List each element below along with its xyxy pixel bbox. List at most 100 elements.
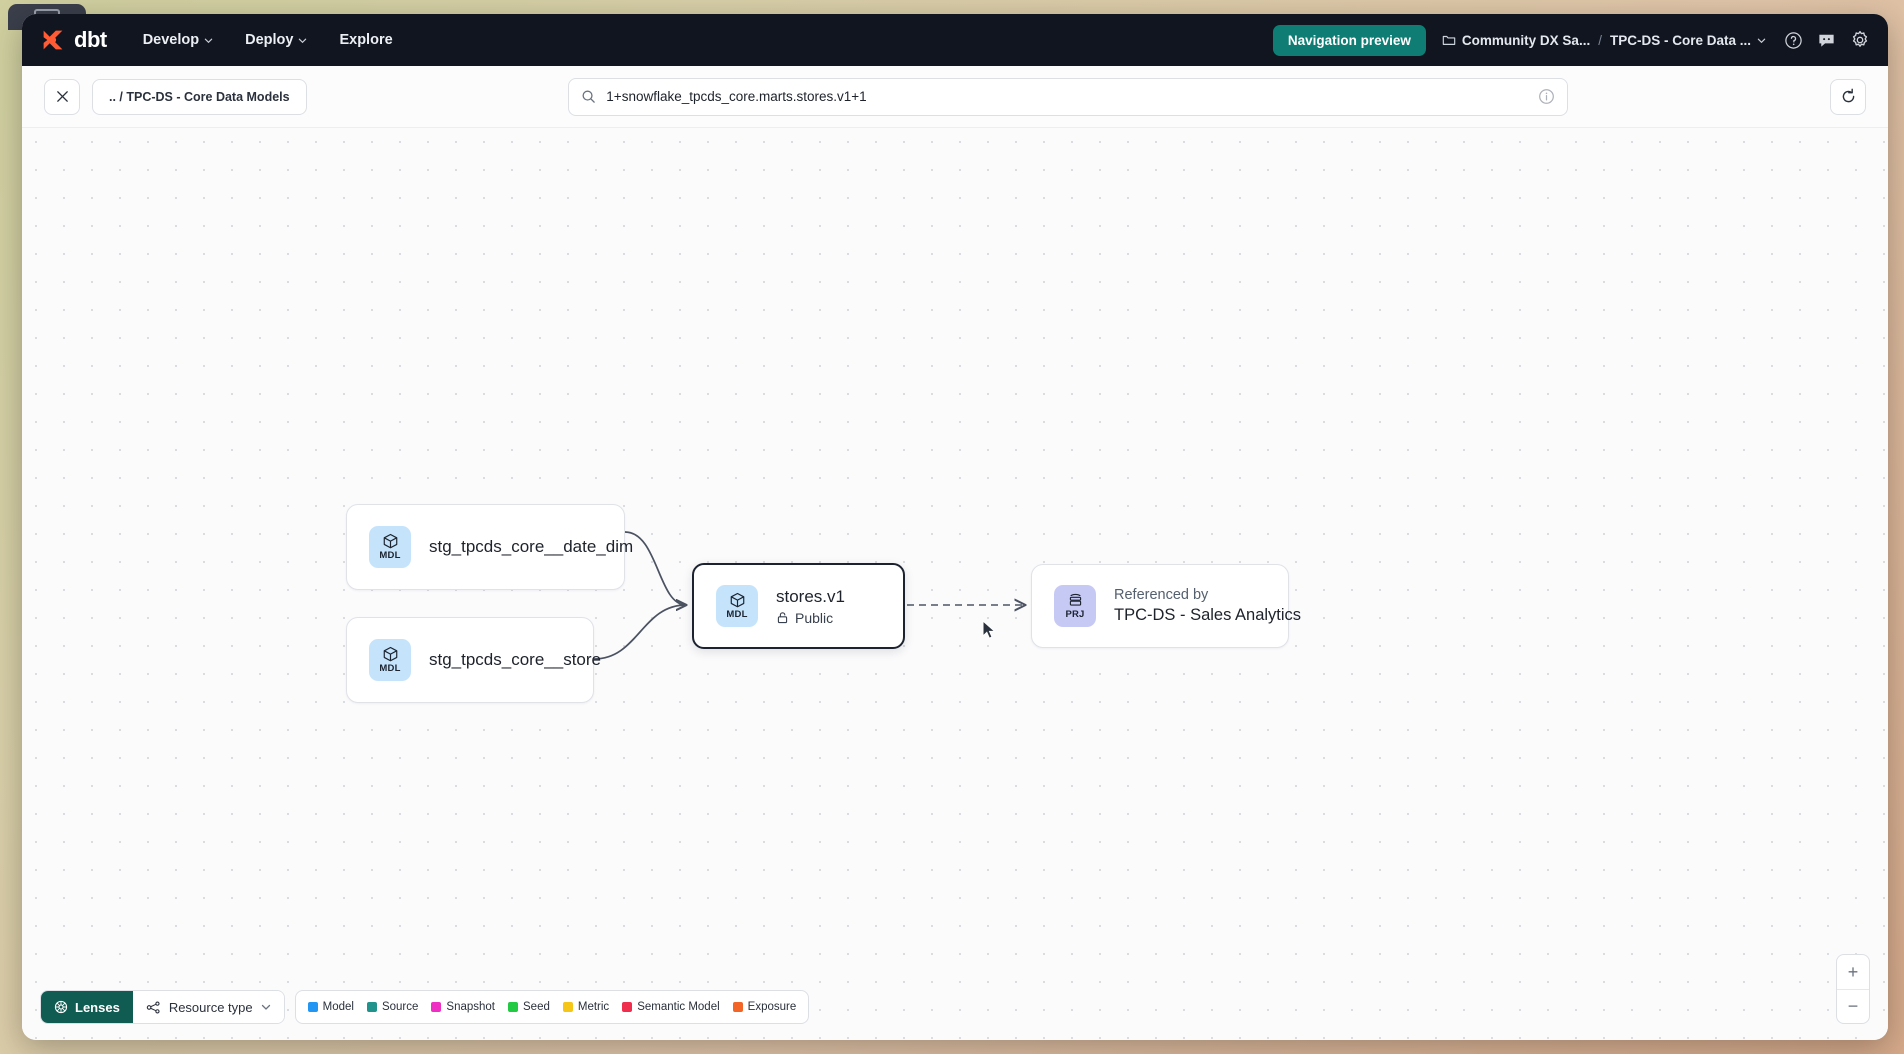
model-badge: MDL — [716, 585, 758, 627]
nav-link-develop-label: Develop — [142, 32, 200, 48]
legend-swatch — [732, 1002, 743, 1012]
legend-item-snapshot[interactable]: Snapshot — [431, 1001, 495, 1013]
zoom-out-button[interactable]: − — [1837, 989, 1869, 1023]
model-badge: MDL — [369, 526, 411, 568]
legend-label: Metric — [577, 1001, 610, 1013]
refresh-button[interactable] — [1830, 78, 1866, 115]
node-title: TPC-DS - Sales Analytics — [1114, 606, 1302, 624]
project-breadcrumb-pill[interactable]: .. / TPC-DS - Core Data Models — [92, 78, 307, 115]
search-input[interactable] — [606, 89, 1529, 104]
gear-icon[interactable] — [1850, 30, 1870, 50]
node-title: stg_tpcds_core__store — [429, 650, 601, 669]
legend-label: Seed — [523, 1001, 550, 1013]
nav-link-explore-label: Explore — [339, 32, 393, 48]
legend-item-semantic-model[interactable]: Semantic Model — [622, 1001, 720, 1013]
close-button[interactable] — [44, 78, 80, 115]
lens-icon — [54, 1000, 68, 1014]
model-badge-label: MDL — [379, 550, 401, 562]
legend-item-source[interactable]: Source — [366, 1001, 419, 1013]
cube-icon — [383, 534, 397, 549]
graph-node-stg-date-dim[interactable]: MDL stg_tpcds_core__date_dim — [346, 504, 633, 590]
legend-label: Model — [322, 1001, 354, 1013]
lineage-edges — [593, 531, 1888, 660]
lineage-graph-canvas[interactable]: MDL stg_tpcds_core__date_dim MDL stg_tpc… — [22, 128, 1888, 1040]
legend-item-exposure[interactable]: Exposure — [732, 1001, 797, 1013]
account-project-breadcrumb: Community DX Sa... / TPC-DS - Core Data … — [1442, 33, 1766, 48]
legend-label: Semantic Model — [637, 1001, 720, 1013]
topnav-action-icons — [1784, 30, 1870, 50]
node-body: stg_tpcds_core__date_dim — [429, 537, 633, 557]
resource-type-dropdown[interactable]: Resource type — [132, 991, 284, 1023]
legend-item-seed[interactable]: Seed — [508, 1001, 550, 1013]
model-badge: MDL — [369, 639, 411, 681]
main-nav-links: Develop Deploy Explore — [141, 26, 395, 54]
node-body: stg_tpcds_core__store — [429, 650, 601, 670]
folder-icon — [1442, 35, 1456, 45]
legend-item-metric[interactable]: Metric — [562, 1001, 610, 1013]
info-circle-icon[interactable] — [1538, 88, 1555, 105]
lenses-button-label: Lenses — [75, 999, 120, 1015]
chevron-down-icon — [1757, 38, 1766, 43]
project-badge-label: PRJ — [1065, 609, 1085, 621]
project-badge: PRJ — [1054, 585, 1096, 627]
chevron-down-icon — [204, 38, 213, 43]
nav-link-deploy-label: Deploy — [245, 32, 294, 48]
lineage-search-bar — [568, 77, 1569, 116]
zoom-in-button[interactable]: + — [1847, 961, 1859, 982]
chevron-down-icon — [261, 1004, 270, 1010]
edge-date-dim-to-stores — [624, 531, 686, 605]
node-title: stores.v1 — [776, 586, 845, 606]
help-circle-icon[interactable] — [1784, 31, 1803, 50]
feedback-icon[interactable] — [1817, 31, 1836, 50]
node-pretitle: Referenced by — [1114, 587, 1209, 603]
legend-swatch — [508, 1002, 519, 1012]
node-access-status: Public — [776, 610, 845, 626]
legend-item-model[interactable]: Model — [307, 1001, 354, 1013]
breadcrumb-account[interactable]: Community DX Sa... — [1442, 33, 1590, 48]
legend-label: Source — [381, 1001, 419, 1013]
legend-swatch — [562, 1002, 573, 1012]
unlock-icon — [777, 612, 788, 624]
lineage-bottom-bar: Lenses Resource type — [40, 990, 810, 1024]
breadcrumb-account-label: Community DX Sa... — [1461, 32, 1591, 48]
resource-type-label: Resource type — [168, 999, 253, 1015]
lenses-button[interactable]: Lenses — [41, 991, 133, 1023]
dbt-logo[interactable]: dbt — [38, 25, 107, 55]
zoom-controls: + − — [1836, 954, 1870, 1024]
node-access-label: Public — [795, 609, 834, 626]
model-badge-label: MDL — [726, 609, 748, 621]
nav-link-explore[interactable]: Explore — [337, 26, 394, 54]
edge-store-to-stores — [593, 605, 686, 660]
node-body: stores.v1 Public — [776, 587, 845, 626]
project-stack-icon — [1069, 594, 1081, 606]
nav-link-deploy[interactable]: Deploy — [243, 26, 309, 54]
chevron-down-icon — [299, 38, 307, 43]
navigation-preview-button[interactable]: Navigation preview — [1272, 24, 1426, 56]
close-icon — [56, 91, 68, 102]
nav-link-develop[interactable]: Develop — [141, 26, 215, 54]
search-icon — [581, 89, 596, 104]
breadcrumb-project-label: TPC-DS - Core Data ... — [1609, 32, 1751, 48]
dbt-brand-text: dbt — [74, 27, 107, 52]
graph-node-referenced-by-project[interactable]: PRJ Referenced by TPC-DS - Sales Analyti… — [1031, 564, 1302, 648]
dbt-x-logo-icon — [38, 25, 68, 55]
lineage-toolbar: .. / TPC-DS - Core Data Models — [22, 66, 1888, 128]
breadcrumb-separator: / — [1598, 32, 1602, 48]
app-window: dbt Develop Deploy Explore Navigation pr… — [22, 14, 1888, 1040]
legend-label: Exposure — [747, 1001, 797, 1013]
resource-graph-icon — [146, 1001, 160, 1013]
cube-icon — [730, 593, 744, 608]
refresh-icon — [1842, 88, 1854, 103]
legend-swatch — [366, 1002, 377, 1012]
model-badge-label: MDL — [379, 663, 401, 675]
legend-swatch — [307, 1002, 318, 1012]
cube-icon — [383, 647, 397, 662]
top-navigation-bar: dbt Develop Deploy Explore Navigation pr… — [22, 14, 1888, 66]
lenses-control-group: Lenses Resource type — [40, 990, 285, 1024]
graph-node-stores-v1[interactable]: MDL stores.v1 Public — [692, 563, 905, 649]
legend-swatch — [622, 1002, 633, 1012]
graph-node-stg-store[interactable]: MDL stg_tpcds_core__store — [346, 617, 601, 703]
resource-type-legend: Model Source Snapshot Seed Metric — [294, 990, 810, 1024]
legend-label: Snapshot — [446, 1001, 496, 1013]
breadcrumb-project[interactable]: TPC-DS - Core Data ... — [1610, 33, 1766, 48]
